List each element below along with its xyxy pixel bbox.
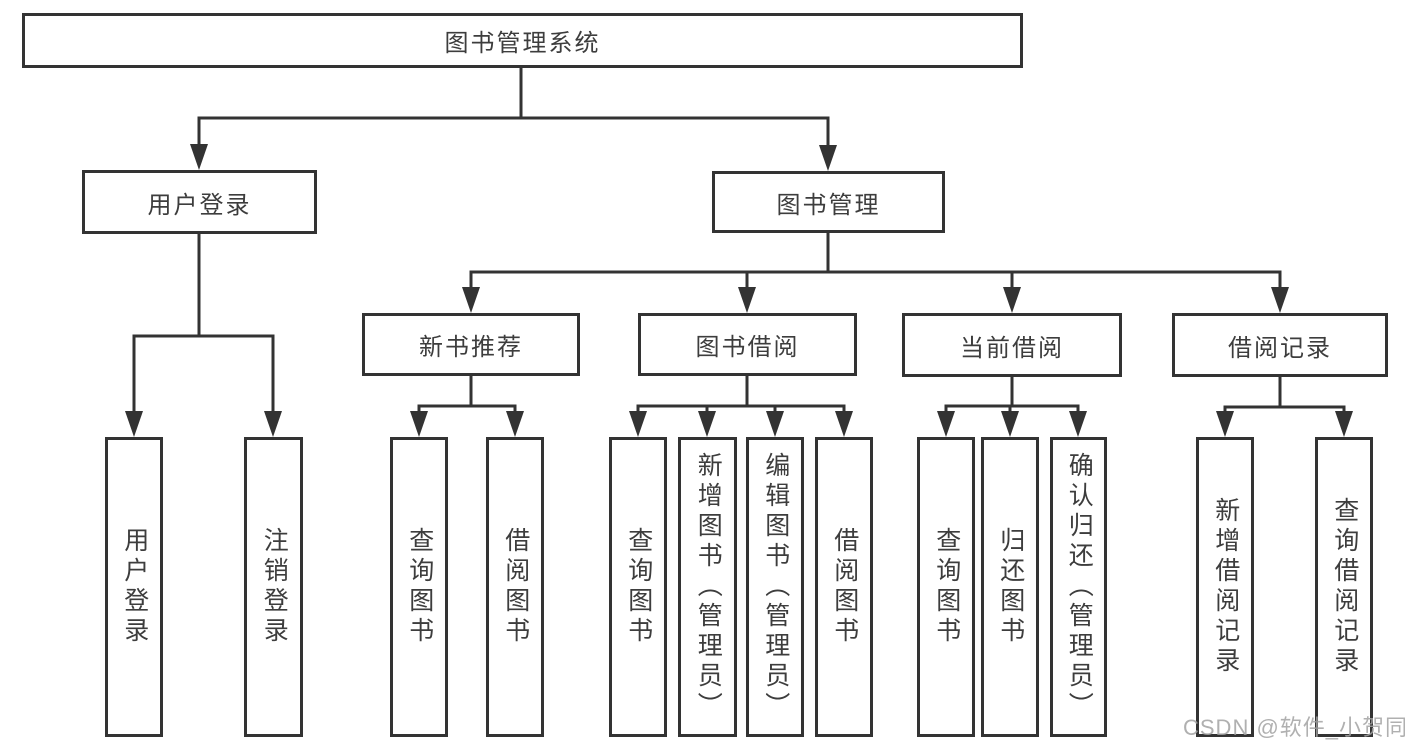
arrowheads [125, 144, 1353, 437]
node-book-borrow: 图书借阅 [638, 313, 857, 376]
arrowhead [629, 411, 647, 437]
connector-user-login-to-leaves [132, 232, 275, 414]
arrowhead [738, 287, 756, 313]
node-new-book-recommend: 新书推荐 [362, 313, 580, 376]
leaf-return-books-label: 归还图书 [996, 527, 1025, 647]
leaf-user-login: 用户登录 [105, 437, 163, 737]
leaf-edit-books-admin: 编辑图书（管理员） [746, 437, 804, 737]
leaf-newbook-query-books: 查询图书 [390, 437, 448, 737]
arrowhead [698, 411, 716, 437]
leaf-newbook-borrow-books-label: 借阅图书 [501, 527, 530, 647]
arrowhead [462, 287, 480, 313]
leaf-user-login-label: 用户登录 [120, 527, 149, 647]
node-book-management: 图书管理 [712, 171, 945, 233]
watermark: CSDN @软件_小贺同学 [1183, 715, 1405, 740]
leaf-borrow-books-label: 借阅图书 [830, 527, 859, 647]
connector-borrow-record-to-leaves [1223, 375, 1346, 415]
leaf-borrow-books: 借阅图书 [815, 437, 873, 737]
leaf-return-books: 归还图书 [981, 437, 1039, 737]
arrowhead [819, 145, 837, 171]
node-user-login: 用户登录 [82, 170, 317, 234]
node-current-borrow: 当前借阅 [902, 313, 1122, 377]
connector-book-borrow-to-leaves [636, 374, 846, 414]
leaf-confirm-return-admin: 确认归还（管理员） [1050, 437, 1107, 737]
arrowhead [937, 411, 955, 437]
arrowhead [1335, 411, 1353, 437]
leaf-borrow-query-books: 查询图书 [609, 437, 667, 737]
arrowhead [1271, 287, 1289, 313]
arrowhead [506, 411, 524, 437]
arrowhead [125, 411, 143, 437]
arrowhead [1003, 287, 1021, 313]
leaf-newbook-query-books-label: 查询图书 [405, 527, 434, 647]
connector-book-management-to-level3 [469, 231, 1282, 291]
arrowhead [190, 144, 208, 170]
leaf-edit-books-admin-label: 编辑图书（管理员） [761, 452, 790, 722]
arrowhead [1001, 411, 1019, 437]
node-borrow-record: 借阅记录 [1172, 313, 1388, 377]
arrowhead [835, 411, 853, 437]
connector-new-book-to-leaves [417, 374, 517, 414]
arrowhead [1216, 411, 1234, 437]
leaf-newbook-borrow-books: 借阅图书 [486, 437, 544, 737]
leaf-query-borrow-record-label: 查询借阅记录 [1330, 497, 1359, 677]
leaf-logout: 注销登录 [244, 437, 303, 737]
leaf-logout-label: 注销登录 [260, 527, 289, 647]
leaf-confirm-return-admin-label: 确认归还（管理员） [1065, 452, 1094, 722]
node-root: 图书管理系统 [22, 13, 1023, 68]
arrowhead [766, 411, 784, 437]
leaf-add-borrow-record-label: 新增借阅记录 [1211, 497, 1240, 677]
arrowhead [264, 411, 282, 437]
leaf-current-query-books: 查询图书 [917, 437, 975, 737]
leaf-borrow-query-books-label: 查询图书 [624, 527, 653, 647]
leaf-query-borrow-record: 查询借阅记录 [1315, 437, 1373, 737]
leaf-add-books-admin: 新增图书（管理员） [678, 437, 737, 737]
arrowhead [410, 411, 428, 437]
leaf-add-books-admin-label: 新增图书（管理员） [694, 452, 723, 722]
leaf-add-borrow-record: 新增借阅记录 [1196, 437, 1254, 737]
arrowhead [1069, 411, 1087, 437]
connector-root-to-level2 [197, 66, 830, 149]
connector-current-borrow-to-leaves [944, 375, 1080, 414]
leaf-current-query-books-label: 查询图书 [932, 527, 961, 647]
